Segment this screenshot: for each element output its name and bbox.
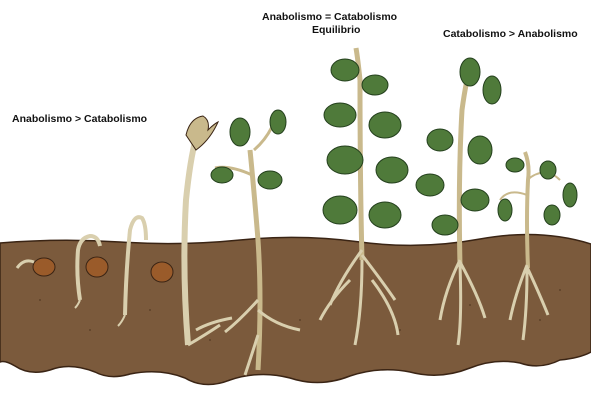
soil (0, 235, 591, 385)
label-anabolism-equals: Anabolismo = Catabolismo (262, 11, 397, 23)
label-equilibrium: Equilibrio (312, 24, 360, 36)
label-anabolism-greater: Anabolismo > Catabolismo (12, 113, 147, 125)
label-catabolism-greater: Catabolismo > Anabolismo (443, 28, 578, 40)
